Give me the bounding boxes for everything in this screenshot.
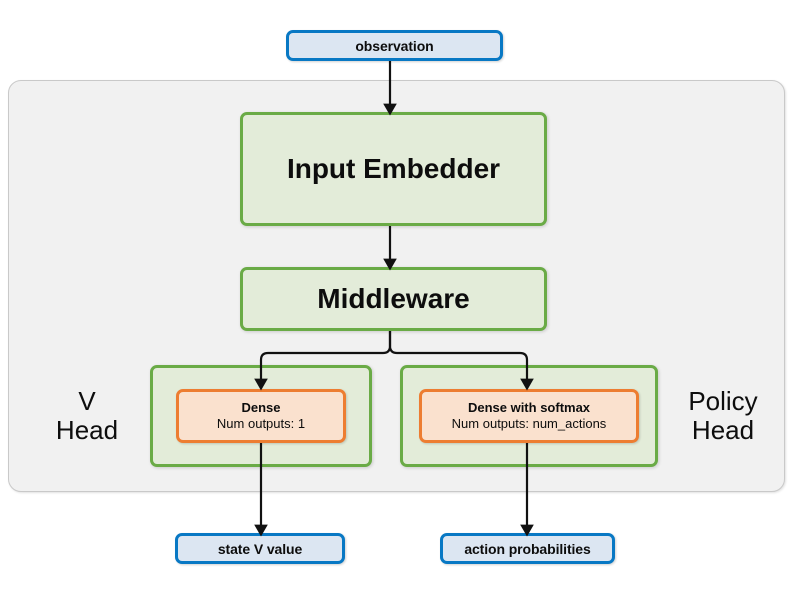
- input-embedder-label: Input Embedder: [286, 153, 501, 184]
- state-v-value-label: state V value: [217, 540, 303, 557]
- v-head-dense-title: Dense: [241, 399, 281, 415]
- v-head-dense-box[interactable]: Dense Num outputs: 1: [176, 389, 346, 443]
- middleware-label: Middleware: [317, 283, 470, 314]
- middleware-box[interactable]: Middleware: [240, 267, 547, 331]
- action-probabilities-label: action probabilities: [464, 540, 591, 557]
- input-embedder-box[interactable]: Input Embedder: [240, 112, 547, 226]
- policy-head-dense-box[interactable]: Dense with softmax Num outputs: num_acti…: [419, 389, 639, 443]
- policy-head-caption-line1: Policy: [688, 385, 758, 416]
- policy-head-caption-line2: Head: [691, 415, 755, 445]
- state-v-value-box[interactable]: state V value: [175, 533, 345, 564]
- policy-head-caption: Policy Head: [664, 380, 782, 452]
- v-head-caption: V Head: [30, 380, 144, 452]
- policy-head-dense-title: Dense with softmax: [467, 399, 591, 415]
- observation-box[interactable]: observation: [286, 30, 503, 61]
- v-head-caption-line1: V: [78, 385, 96, 416]
- v-head-dense-subtitle: Num outputs: 1: [216, 416, 306, 431]
- observation-label: observation: [355, 37, 434, 54]
- v-head-caption-line2: Head: [55, 415, 119, 445]
- action-probabilities-box[interactable]: action probabilities: [440, 533, 615, 564]
- policy-head-dense-subtitle: Num outputs: num_actions: [451, 416, 607, 431]
